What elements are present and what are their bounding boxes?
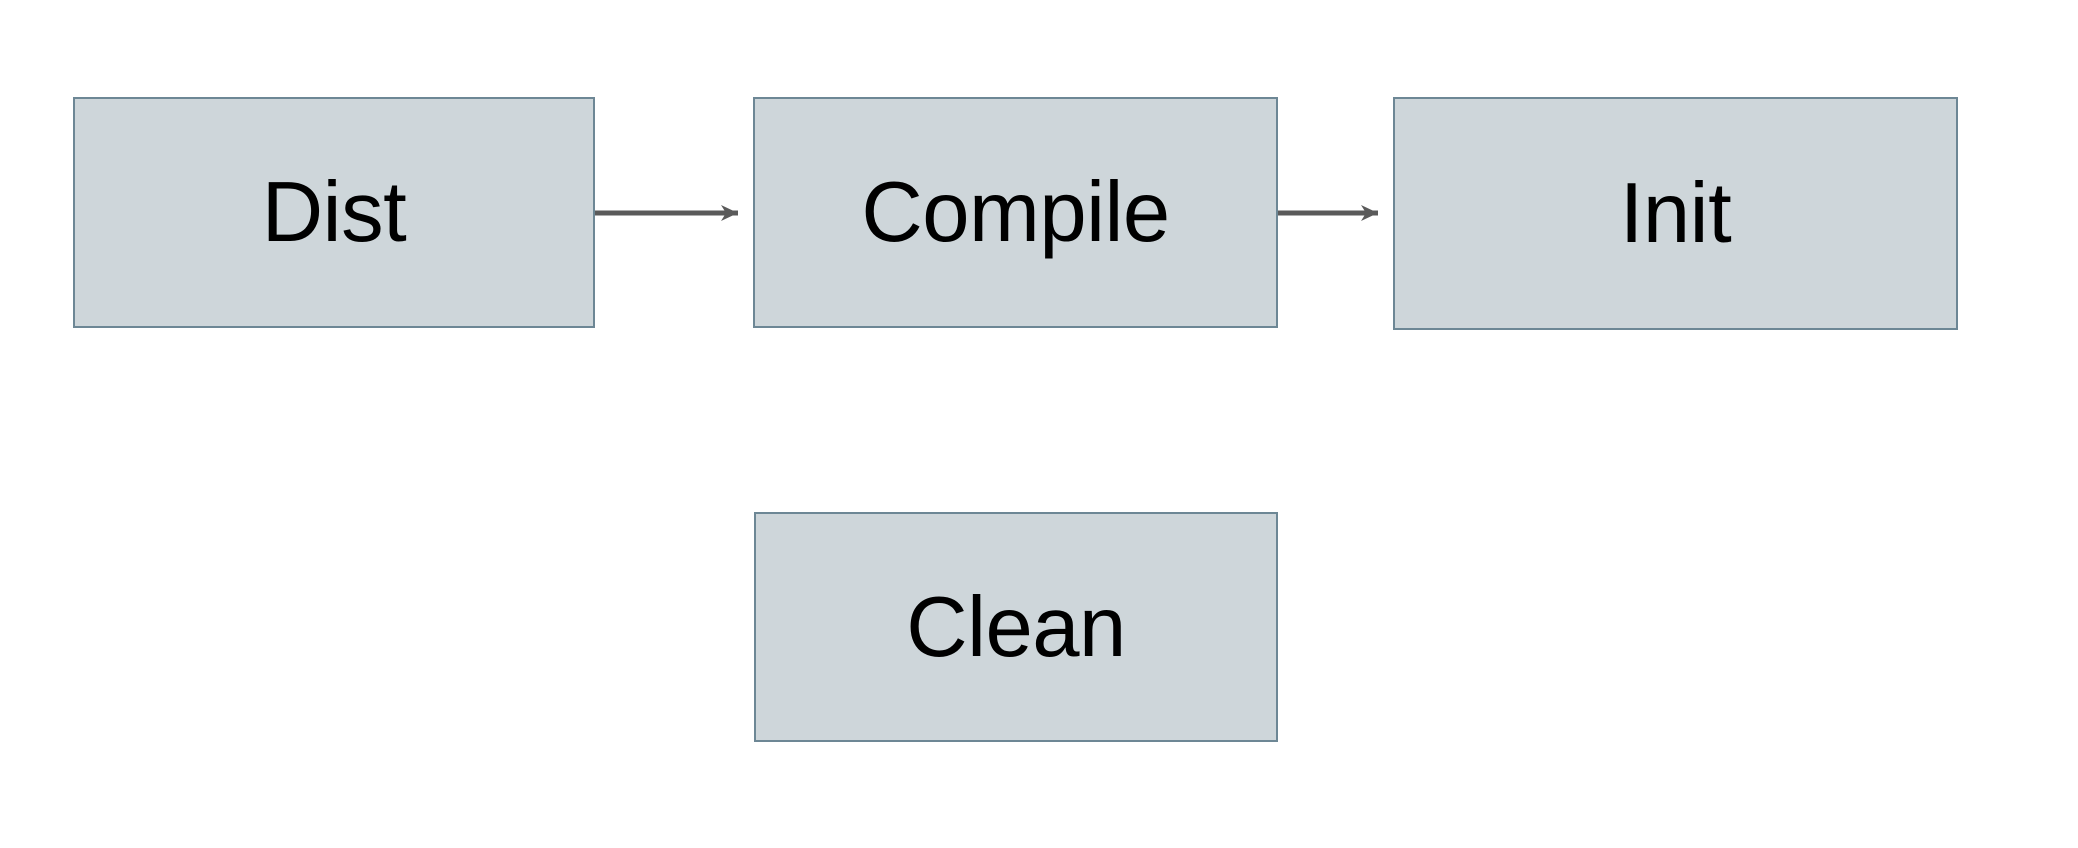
node-compile-label: Compile [861, 165, 1170, 260]
node-compile[interactable]: Compile [753, 97, 1278, 328]
node-dist-label: Dist [261, 165, 407, 260]
node-clean-label: Clean [906, 579, 1126, 675]
node-clean[interactable]: Clean [754, 512, 1278, 742]
node-init-label: Init [1619, 166, 1732, 261]
node-init[interactable]: Init [1393, 97, 1958, 330]
node-dist[interactable]: Dist [73, 97, 595, 328]
